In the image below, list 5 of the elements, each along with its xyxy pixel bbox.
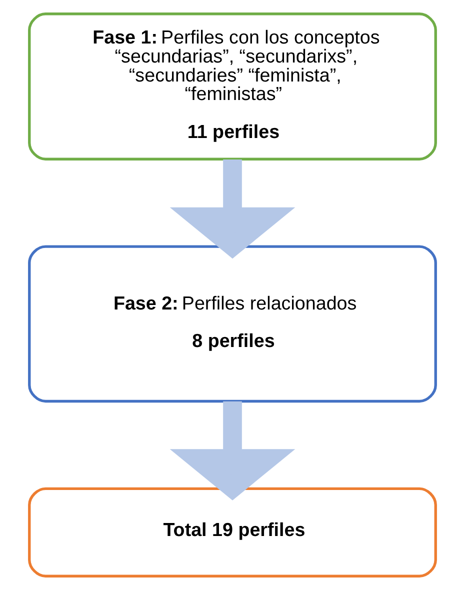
- arrow: [169, 160, 295, 259]
- arrow: [169, 401, 295, 500]
- node-box: Fase 1: Perfiles con los conceptos “secundarias”, “secundarixs”, “secundaries” “feminista”, “feministas” 11 perfiles: [28, 12, 436, 160]
- node-box: Total 19 perfiles: [28, 487, 436, 578]
- node-box: Fase 2: Perfiles relacionados 8 perfiles: [28, 245, 436, 403]
